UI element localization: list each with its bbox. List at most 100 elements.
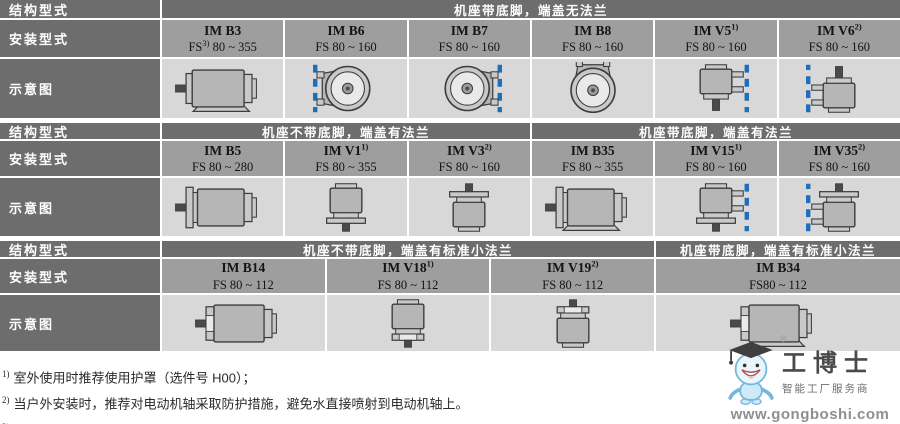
- im-b3-motor-diagram-icon: [174, 69, 257, 112]
- im-v1-motor-diagram-icon: [326, 182, 366, 232]
- frame-size-range: FS 80 ~ 112: [542, 277, 604, 292]
- im-v15-motor-diagram-icon: [696, 182, 749, 232]
- im-b35-motor-diagram-icon: [544, 186, 627, 231]
- footnote-2: 2)当户外安装时，推荐对电动机轴采取防护措施，避免水直接喷射到电动机轴上。: [2, 395, 469, 412]
- diagram-row-label: 示意图: [0, 295, 160, 351]
- frame-size-range: FS 80 ~ 160: [808, 40, 870, 55]
- diagram-cell-im-v1: [285, 178, 407, 236]
- im-code-text: IM B34: [756, 260, 800, 276]
- gongboshi-mascot-icon: [728, 341, 774, 406]
- im-code-text: IM V181): [382, 258, 434, 276]
- frame-size-range: FS 80 ~ 355: [562, 160, 624, 175]
- registered-trademark-icon: ®: [780, 334, 787, 344]
- diagram-cell-im-v5: [655, 59, 777, 118]
- structure-type-group-header: 机座不带底脚，端盖有法兰: [162, 123, 530, 140]
- structure-type-group-header: 机座不带底脚，端盖有标准小法兰: [162, 241, 654, 258]
- im-code-text: IM V32): [446, 141, 492, 158]
- im-b5-motor-diagram-icon: [174, 186, 257, 228]
- frame-size-range: FS 80 ~ 160: [438, 40, 500, 55]
- im-code-text: IM V192): [546, 258, 599, 276]
- im-code-text: IM V62): [816, 21, 862, 38]
- footnote-3: 3)FS - 机座号: [2, 416, 896, 424]
- im-code-text: IM B6: [327, 22, 365, 38]
- im-b7-motor-diagram-icon: [444, 64, 503, 113]
- im-code-text: IM B35: [570, 142, 615, 158]
- mounting-type-im-b7: IM B7 FS 80 ~ 160: [408, 20, 530, 57]
- im-code-text: IM V352): [813, 141, 866, 158]
- frame-size-range: FS 80 ~ 112: [377, 277, 439, 292]
- im-code-text: IM B3: [204, 22, 242, 38]
- gongboshi-watermark: ® 工博士 智能工厂服务商 www.gongboshi.com: [722, 332, 898, 423]
- im-code-text: IM B14: [221, 260, 266, 276]
- footnotes: 1)室外使用时推荐使用护罩（选件号 H00）； 2)当户外安装时，推荐对电动机轴采…: [0, 356, 900, 424]
- structure-type-group-header: 机座带底脚，端盖有标准小法兰: [656, 241, 900, 258]
- mounting-type-im-v15: IM V151)FS 80 ~ 160: [655, 141, 777, 176]
- mounting-type-row-label: 安装型式: [0, 259, 160, 293]
- mounting-type-im-v18: IM V181)FS 80 ~ 112: [326, 258, 490, 293]
- diagram-cell-im-v15: [655, 178, 777, 236]
- diagram-cell-im-b5: [162, 178, 284, 236]
- mounting-type-im-v35: IM V352) FS 80 ~ 160: [778, 141, 900, 176]
- im-code-text: IM B7: [450, 22, 488, 38]
- footnote-1: 1)室外使用时推荐使用护罩（选件号 H00）；: [2, 369, 256, 386]
- diagram-cell-im-b35: [532, 178, 654, 236]
- frame-size-range: FS3) 80 ~ 355: [188, 37, 257, 55]
- diagram-cell-im-b7: [408, 59, 530, 118]
- diagram-cell-im-b3: [162, 59, 284, 118]
- im-v3-motor-diagram-icon: [449, 182, 490, 232]
- im-v18-motor-diagram-icon: [391, 298, 425, 348]
- mounting-type-im-b8: IM B8 FS 80 ~ 160: [532, 20, 654, 57]
- diagram-cell-im-b14: [162, 295, 325, 351]
- diagram-cell-im-v35: [778, 178, 900, 236]
- brand-url: www.gongboshi.com: [730, 406, 890, 423]
- structure-type-group-header: 机座带底脚，端盖有法兰: [532, 123, 900, 140]
- frame-size-range: FS 80 ~ 160: [808, 160, 870, 175]
- im-b14-motor-diagram-icon: [195, 303, 278, 343]
- mounting-type-im-b6: IM B6 FS 80 ~ 160: [285, 20, 407, 57]
- brand-name: 工博士: [782, 350, 875, 377]
- im-v6-motor-diagram-icon: [806, 64, 856, 113]
- mounting-type-im-b35: IM B35 FS 80 ~ 355: [532, 141, 654, 176]
- mounting-type-im-v1: IM V11) FS 80 ~ 355: [285, 141, 407, 176]
- frame-size-range: FS 80 ~ 160: [438, 160, 500, 175]
- frame-size-range: FS 80 ~ 160: [315, 40, 377, 55]
- im-v35-motor-diagram-icon: [806, 182, 860, 232]
- im-v5-motor-diagram-icon: [699, 64, 749, 113]
- im-code-text: IM V51): [693, 21, 739, 38]
- frame-size-range: FS 80 ~ 160: [685, 40, 747, 55]
- diagram-cell-im-v6: [778, 59, 900, 118]
- diagram-cell-im-v3: [408, 178, 530, 236]
- diagram-cell-im-v19: [491, 295, 654, 351]
- mounting-type-im-v6: IM V62) FS 80 ~ 160: [778, 20, 900, 57]
- diagram-cell-im-b34: [656, 295, 900, 351]
- diagram-cell-im-b6: [285, 59, 407, 118]
- frame-size-range: FS80 ~ 112: [749, 277, 807, 292]
- structure-type-row-label: 结构型式: [0, 123, 160, 140]
- structure-type-group-header: 机座带底脚，端盖无法兰: [162, 0, 900, 18]
- structure-type-row-label: 结构型式: [0, 0, 160, 18]
- frame-size-range: FS 80 ~ 280: [192, 160, 254, 175]
- im-v19-motor-diagram-icon: [556, 298, 590, 348]
- diagram-row-label: 示意图: [0, 59, 160, 118]
- mounting-type-row-label: 安装型式: [0, 141, 160, 176]
- im-code-text: IM V11): [323, 141, 369, 158]
- mounting-type-im-v3: IM V32) FS 80 ~ 160: [408, 141, 530, 176]
- brand-text-block: 工博士 智能工厂服务商: [780, 343, 898, 396]
- im-b8-motor-diagram-icon: [569, 62, 616, 114]
- im-code-text: IM V151): [690, 141, 742, 158]
- im-code-text: IM B8: [574, 22, 612, 38]
- structure-type-row-label: 结构型式: [0, 241, 160, 258]
- frame-size-range: FS 80 ~ 355: [315, 160, 377, 175]
- frame-size-range: FS 80 ~ 160: [562, 40, 624, 55]
